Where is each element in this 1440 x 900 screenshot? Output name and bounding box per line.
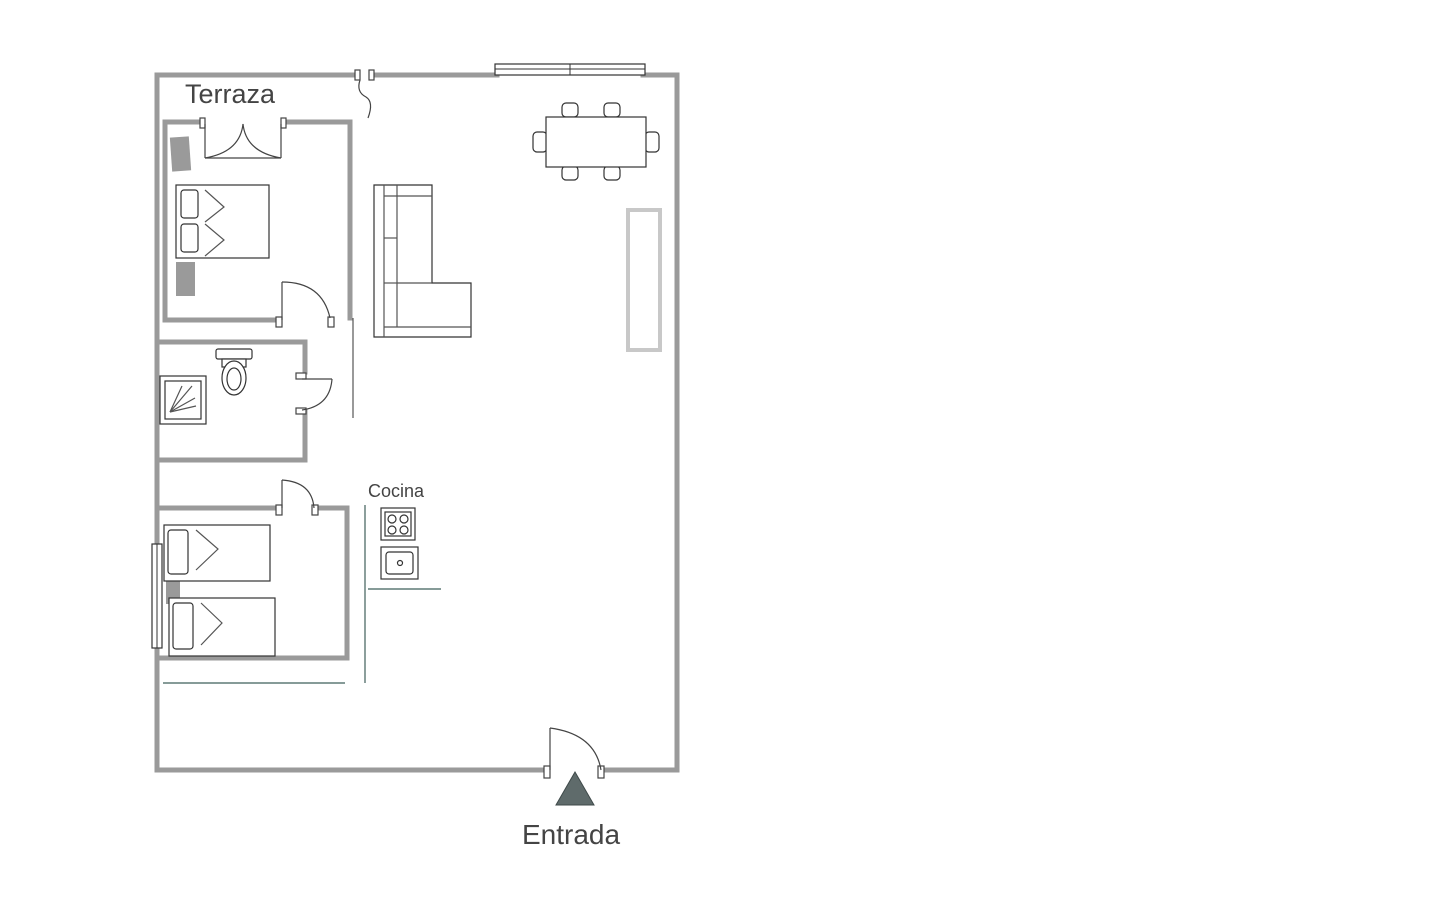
stove-icon: [380, 507, 416, 541]
bedroom-2: [151, 479, 366, 684]
window-top: [494, 63, 646, 76]
shower-icon: [159, 375, 207, 425]
bathroom: [157, 339, 333, 463]
dining-table: [532, 102, 660, 181]
sofa: [373, 184, 472, 338]
tv-cabinet: [626, 208, 662, 352]
terrace-label: Terraza: [185, 79, 276, 109]
outer-walls: [154, 72, 680, 773]
kitchen-label: Cocina: [368, 481, 425, 501]
sink-icon: [380, 546, 419, 580]
entrance-door: [543, 727, 605, 779]
entrance-arrow-icon: [555, 770, 595, 806]
terrace-door: [354, 69, 375, 119]
entrance-label: Entrada: [522, 819, 620, 850]
bedroom-1: [162, 117, 354, 418]
kitchen: [368, 507, 441, 590]
toilet-icon: [215, 348, 253, 396]
